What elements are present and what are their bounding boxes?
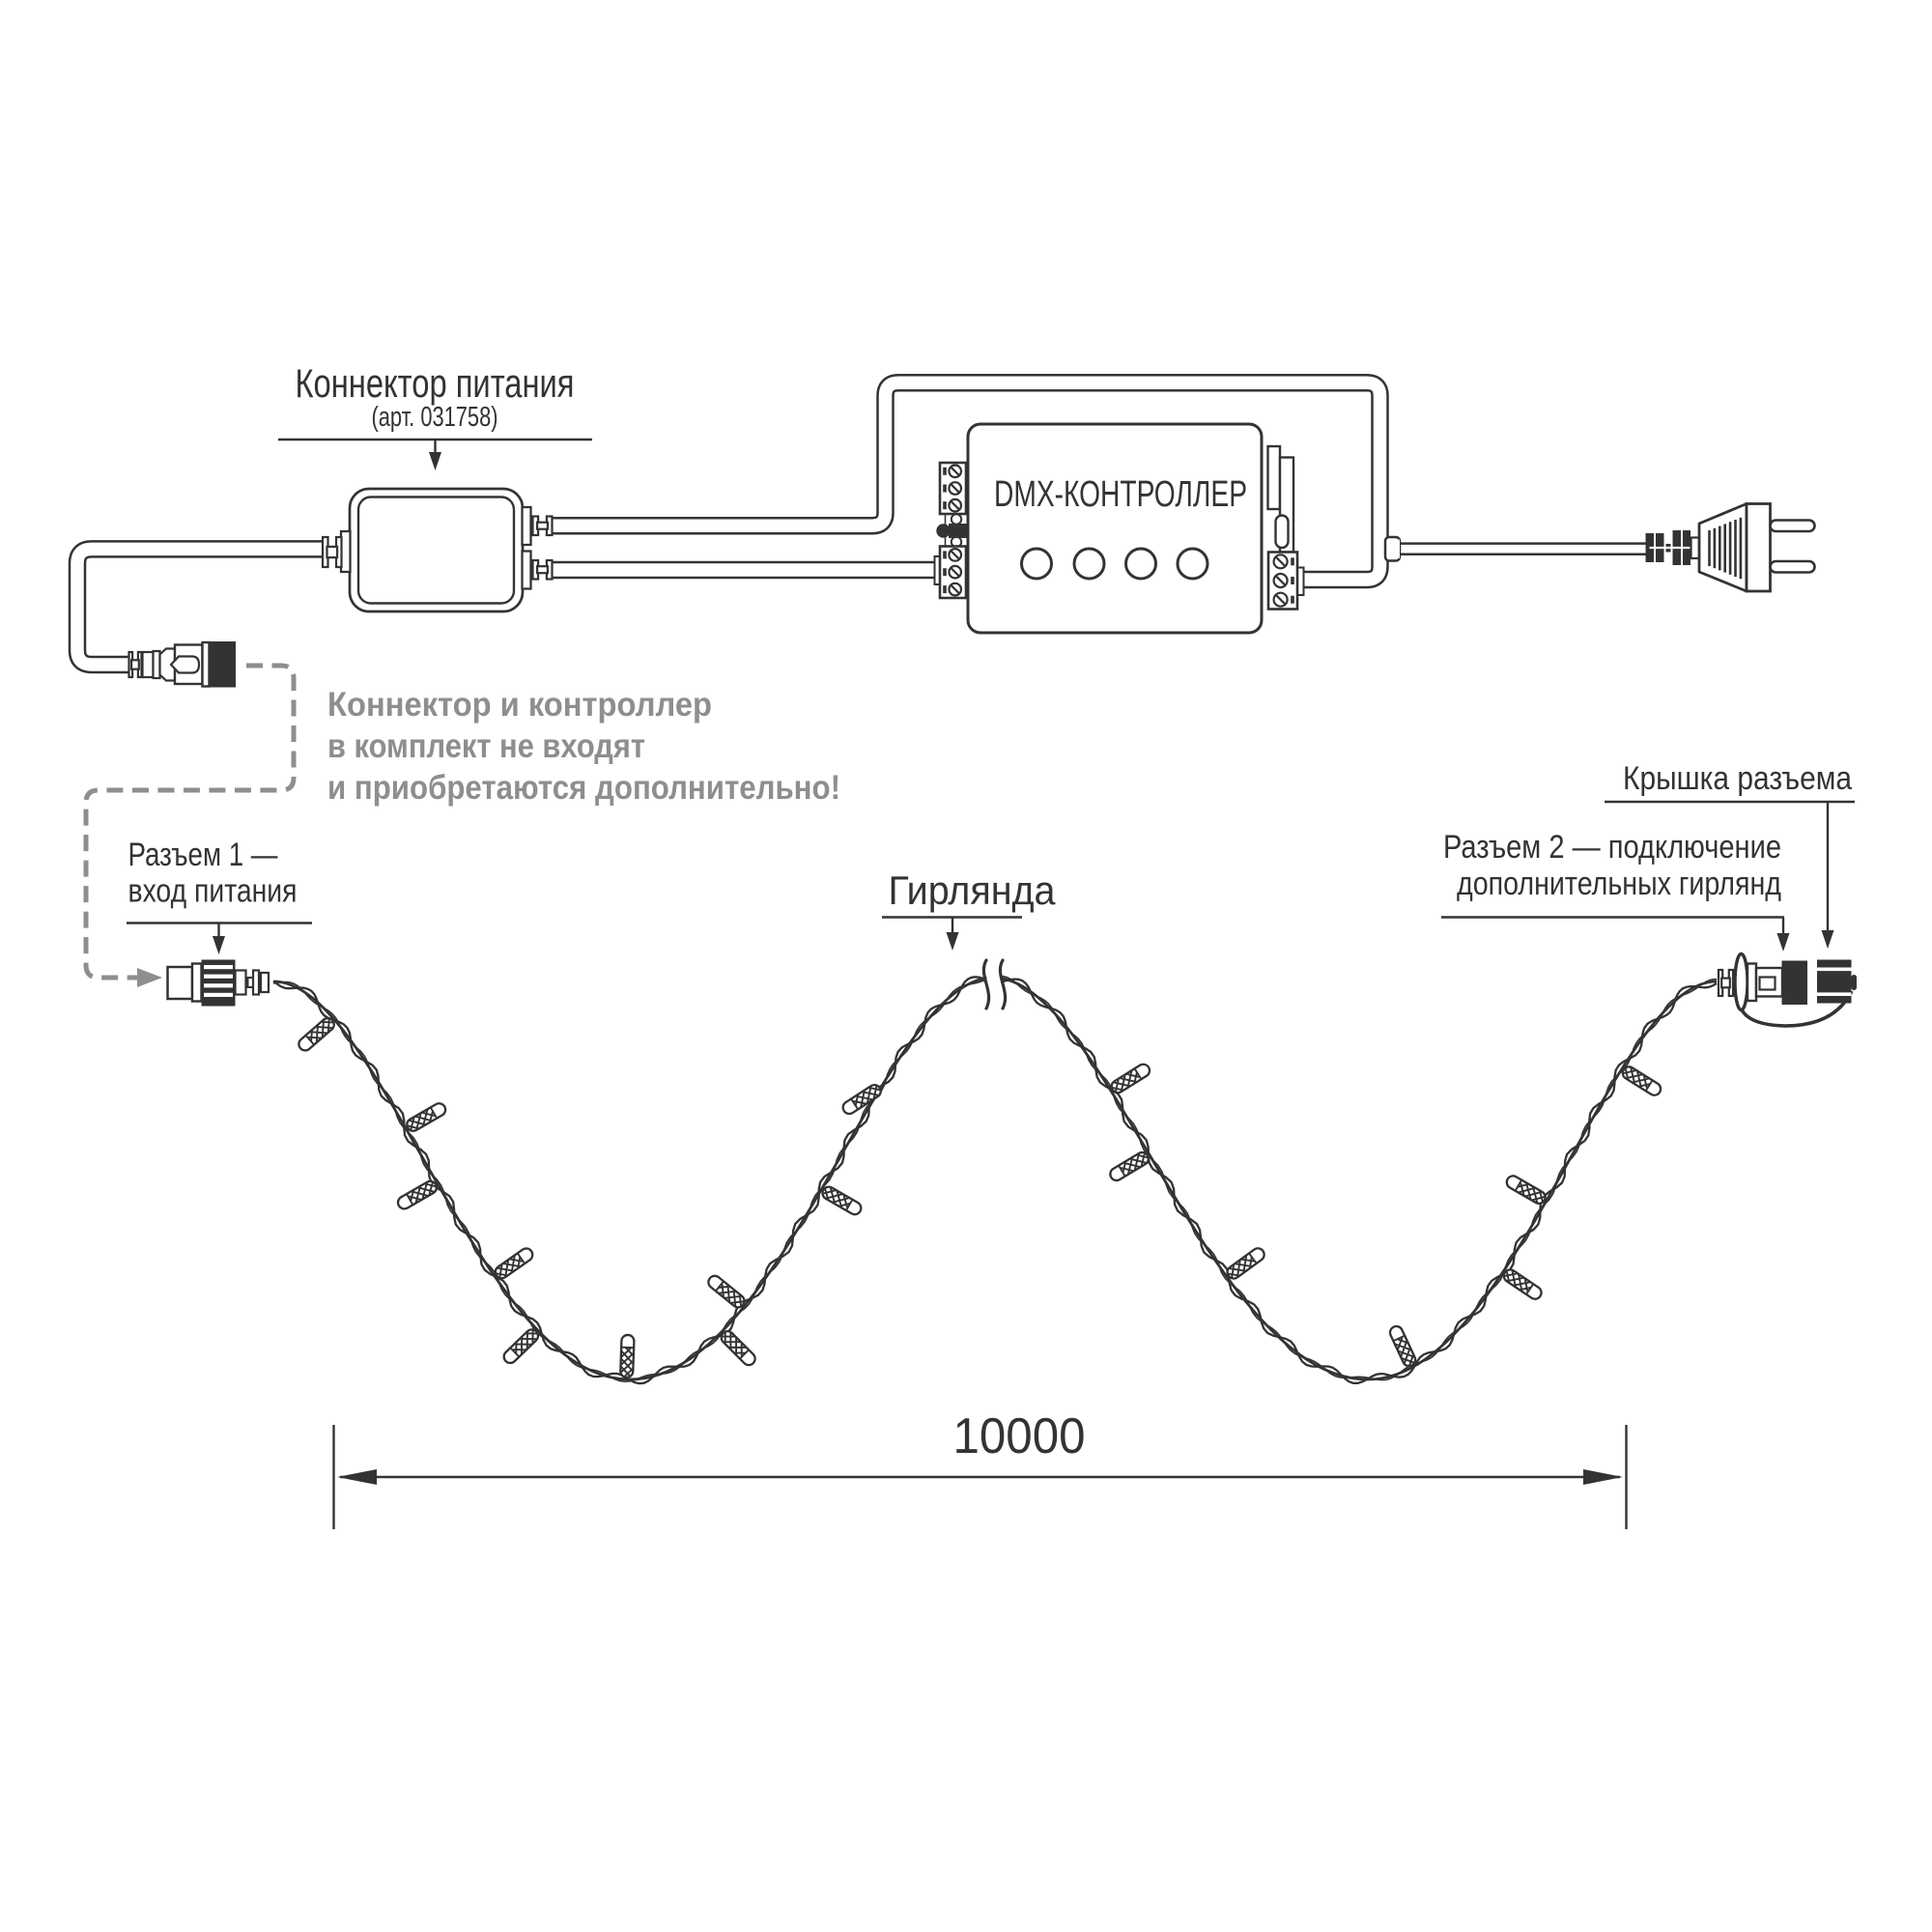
svg-text:дополнительных гирлянд: дополнительных гирлянд (1457, 866, 1781, 902)
svg-text:10000: 10000 (953, 1408, 1086, 1464)
svg-text:Гирлянда: Гирлянда (889, 867, 1057, 913)
svg-text:вход питания: вход питания (128, 873, 298, 910)
svg-text:и приобретаются дополнительно!: и приобретаются дополнительно! (327, 769, 840, 807)
svg-text:DMX-КОНТРОЛЛЕР: DMX-КОНТРОЛЛЕР (994, 474, 1247, 515)
svg-text:Крышка разъема: Крышка разъема (1623, 760, 1852, 797)
svg-text:Разъем 1 —: Разъем 1 — (128, 837, 278, 873)
svg-text:в комплект не входят: в комплект не входят (327, 727, 645, 765)
svg-text:(арт. 031758): (арт. 031758) (372, 402, 498, 433)
svg-text:Коннектор и контроллер: Коннектор и контроллер (327, 686, 712, 724)
svg-text:Коннектор питания: Коннектор питания (296, 360, 575, 406)
svg-text:Разъем 2 — подключение: Разъем 2 — подключение (1443, 829, 1781, 866)
